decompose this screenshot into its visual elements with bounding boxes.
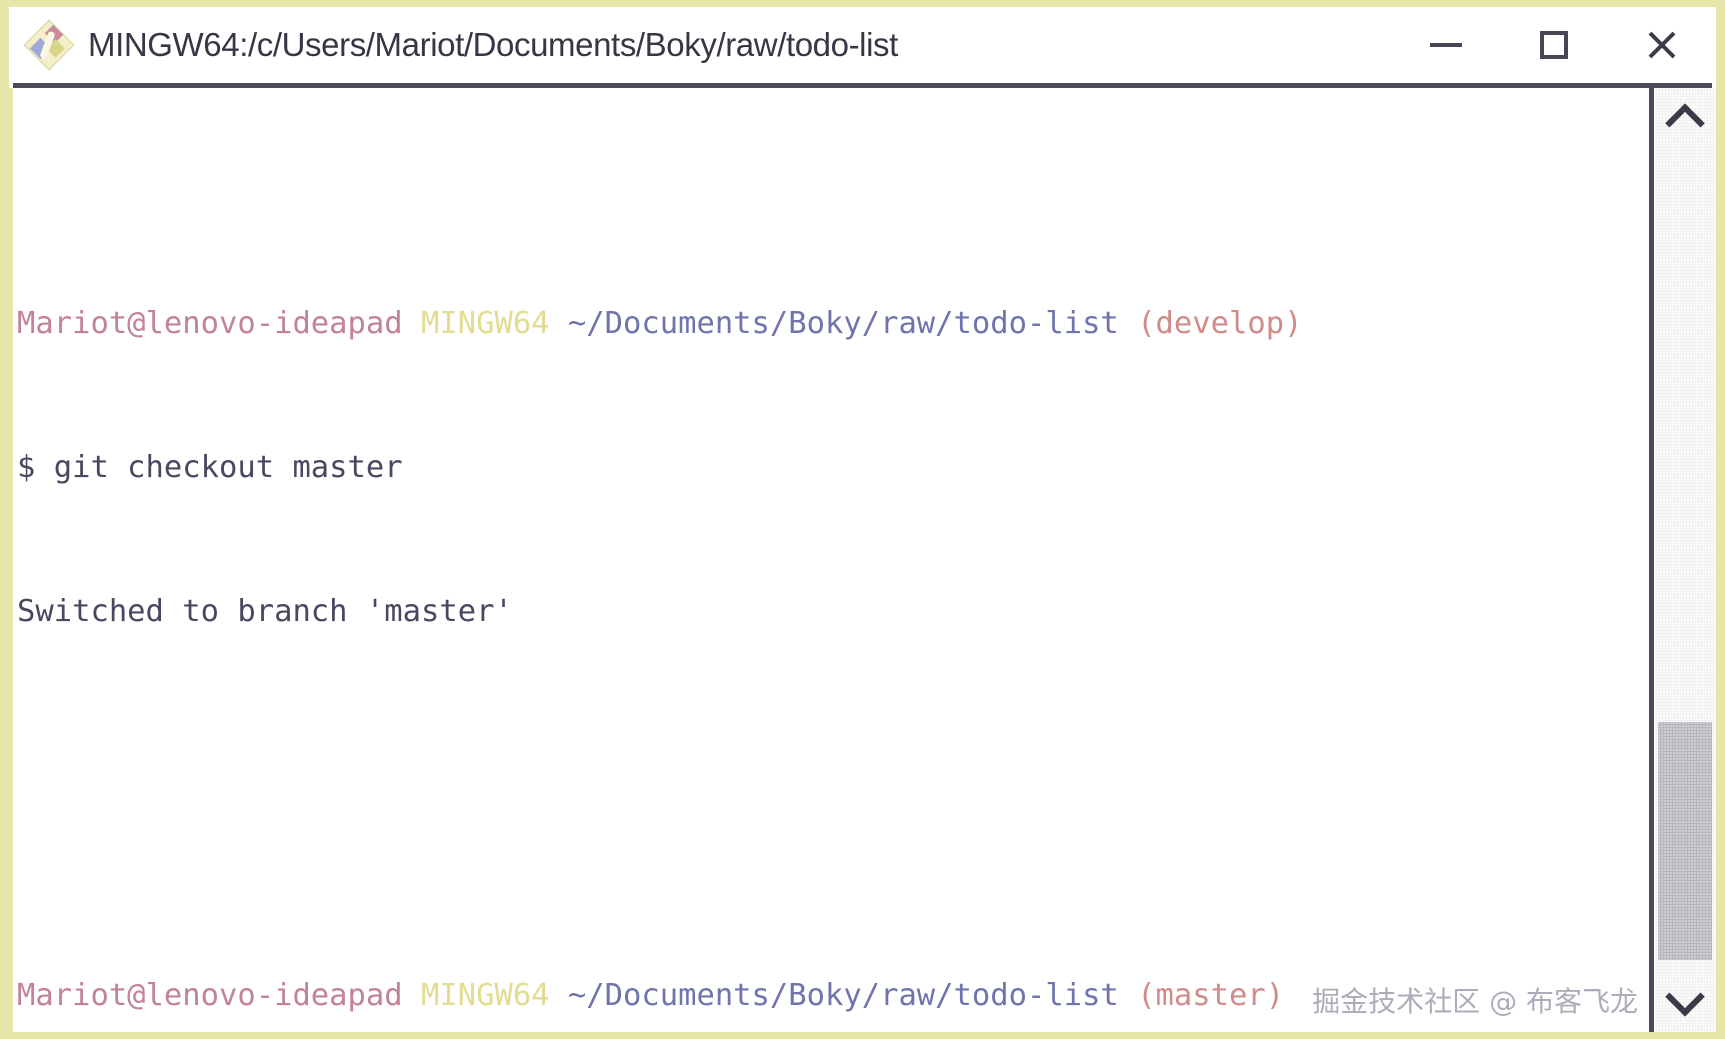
close-button[interactable]: [1608, 7, 1716, 83]
close-icon: [1645, 28, 1679, 62]
terminal-left-rule: [9, 88, 13, 1032]
command-line: $ git checkout master: [17, 450, 403, 485]
title-separator: [13, 83, 1712, 88]
prompt-path: ~/Documents/Boky/raw/todo-list: [567, 306, 1119, 341]
prompt-shell: MINGW64: [421, 306, 550, 341]
prompt-line: Mariot@lenovo-ideapad MINGW64 ~/Document…: [17, 972, 1650, 1020]
prompt-branch: (master): [1137, 978, 1285, 1013]
chevron-down-icon: [1665, 976, 1705, 1017]
minimize-button[interactable]: [1392, 7, 1500, 83]
chevron-up-icon: [1665, 103, 1705, 144]
scrollbar-thumb[interactable]: [1658, 722, 1712, 960]
minimize-icon: [1430, 43, 1462, 47]
prompt-path: ~/Documents/Boky/raw/todo-list: [567, 978, 1119, 1013]
window-controls: [1392, 7, 1716, 83]
prompt-user: Mariot@lenovo-ideapad: [17, 978, 403, 1013]
terminal-output[interactable]: Mariot@lenovo-ideapad MINGW64 ~/Document…: [17, 108, 1650, 1032]
vertical-scrollbar[interactable]: [1654, 88, 1716, 1032]
git-bash-icon: [23, 19, 75, 71]
window-title: MINGW64:/c/Users/Mariot/Documents/Boky/r…: [88, 26, 898, 63]
maximize-icon: [1540, 31, 1568, 59]
terminal-area[interactable]: Mariot@lenovo-ideapad MINGW64 ~/Document…: [9, 88, 1716, 1032]
blank-line: [17, 732, 1650, 780]
scrollbar-divider: [1649, 88, 1654, 1032]
scroll-up-button[interactable]: [1654, 88, 1716, 150]
title-bar[interactable]: MINGW64:/c/Users/Mariot/Documents/Boky/r…: [9, 7, 1716, 83]
prompt-line: Mariot@lenovo-ideapad MINGW64 ~/Document…: [17, 300, 1650, 348]
prompt-user: Mariot@lenovo-ideapad: [17, 306, 403, 341]
prompt-shell: MINGW64: [421, 978, 550, 1013]
maximize-button[interactable]: [1500, 7, 1608, 83]
output-line: Switched to branch 'master': [17, 594, 513, 629]
scroll-down-button[interactable]: [1654, 970, 1716, 1032]
prompt-branch: (develop): [1137, 306, 1303, 341]
watermark: 掘金技术社区 @ 布客飞龙: [1312, 985, 1638, 1018]
